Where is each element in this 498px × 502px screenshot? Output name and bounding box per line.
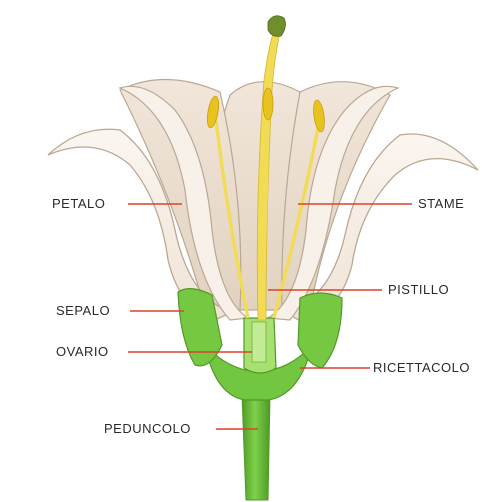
label-ovario: OVARIO [56, 345, 109, 359]
pistil-stigma [268, 16, 285, 37]
label-petalo: PETALO [52, 197, 105, 211]
peduncle-stem [242, 395, 270, 500]
sepal-right [298, 293, 342, 368]
label-ricettacolo: RICETTACOLO [373, 361, 470, 375]
stamen-anther-center [263, 88, 273, 120]
label-pistillo: PISTILLO [388, 283, 449, 297]
label-stame: STAME [418, 197, 464, 211]
label-peduncolo: PEDUNCOLO [104, 422, 191, 436]
label-sepalo: SEPALO [56, 304, 110, 318]
